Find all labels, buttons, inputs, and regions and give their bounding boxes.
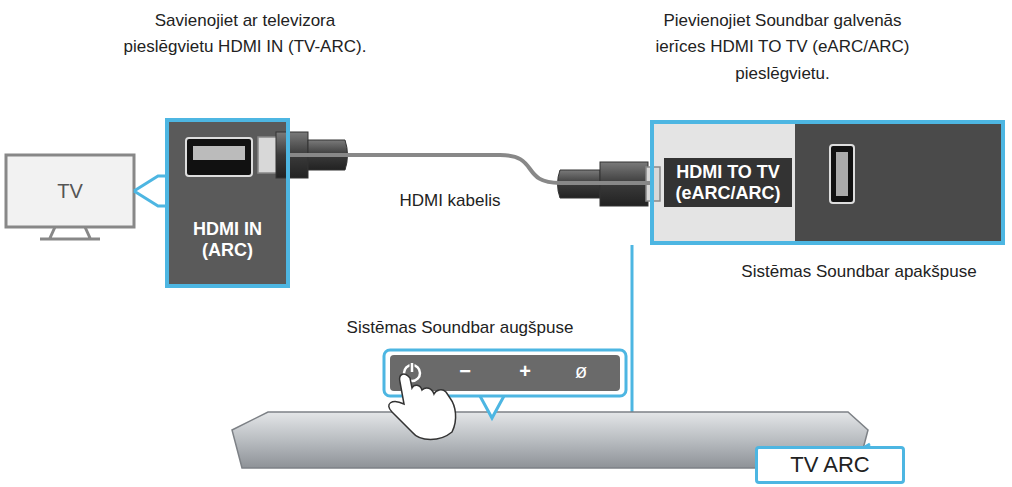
button-symbol: − — [450, 360, 480, 383]
port-panel: HDMI TO TV (eARC/ARC) — [650, 120, 1005, 245]
callout-text: Savienojiet ar televizora pieslēgvietu H… — [110, 8, 380, 61]
node-text: TV ARC — [790, 452, 869, 478]
power-icon-gap — [410, 362, 415, 371]
callout-wedge — [134, 176, 165, 206]
hdmi-port — [186, 138, 252, 176]
button-symbol: ø — [566, 360, 596, 383]
hdmi-cable — [290, 155, 650, 183]
tv-screen — [6, 155, 134, 227]
hdmi-port — [830, 145, 854, 203]
soundbar-panel-right — [795, 123, 1002, 242]
button-symbol: + — [510, 360, 540, 383]
tv-icon: TV — [6, 155, 134, 227]
soundbar-panel-left — [653, 123, 795, 242]
leader-line — [631, 245, 634, 418]
callout-text: Sistēmas Soundbar augšpuse — [290, 318, 630, 338]
mode-badge: TV ARC — [755, 446, 905, 484]
hdmi-port-pins — [193, 146, 245, 160]
node-text: HDMI IN (ARC) — [178, 219, 278, 262]
hdmi-port-pins — [836, 152, 848, 196]
callout-text: Pievienojiet Soundbar galvenās ierīces H… — [640, 8, 925, 87]
plug-tip — [258, 137, 278, 173]
node-text: TV — [57, 180, 83, 203]
tv-stand — [40, 227, 100, 239]
port-panel: HDMI IN (ARC) — [165, 118, 290, 288]
edge-label: HDMI kabelis — [396, 191, 503, 211]
button-strip — [390, 355, 620, 391]
callout-text: Sistēmas Soundbar apakšpuse — [710, 262, 1008, 282]
hand — [389, 374, 456, 440]
callout-wedge — [480, 396, 504, 418]
tv-panel-interior — [168, 121, 287, 285]
node-text: HDMI TO TV (eARC/ARC) — [664, 158, 792, 207]
power-icon — [411, 363, 414, 372]
